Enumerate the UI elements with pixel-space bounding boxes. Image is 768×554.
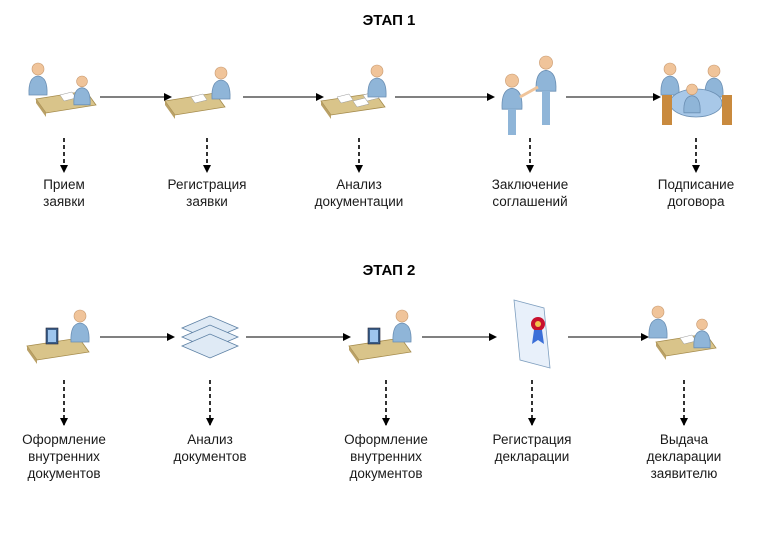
- step-label-line: Заключение: [491, 177, 569, 192]
- step-label-line: Прием: [43, 177, 85, 192]
- step-label: Оформление внутренних документов: [0, 431, 139, 482]
- step-label-line: декларации: [646, 449, 722, 464]
- step-label-line: внутренних: [350, 449, 422, 464]
- meeting-table-icon: [660, 62, 732, 125]
- step-label-line: Подписание: [657, 177, 735, 192]
- step-label-line: документов: [349, 466, 423, 481]
- step-label: Анализ документов: [135, 431, 285, 465]
- step-label: Прием заявки: [0, 176, 139, 210]
- step-label-line: Анализ: [336, 177, 382, 192]
- step-label-line: Выдача: [659, 432, 709, 447]
- two-people-at-desk-icon: [648, 305, 717, 360]
- step-label-line: Оформление: [22, 432, 106, 447]
- stage-1-title: ЭТАП 1: [362, 12, 416, 29]
- two-people-at-desk-icon: [28, 62, 97, 117]
- step-label-line: Оформление: [344, 432, 428, 447]
- step-label-line: договора: [667, 194, 725, 209]
- person-at-computer-icon: [348, 309, 412, 364]
- step-label: Подписание договора: [621, 176, 768, 210]
- step-label: Заключение соглашений: [455, 176, 605, 210]
- step-label: Анализ документации: [284, 176, 434, 210]
- step-label-line: Анализ: [187, 432, 233, 447]
- step-label-line: Регистрация: [167, 177, 247, 192]
- step-label: Регистрация заявки: [132, 176, 282, 210]
- stage-2-title: ЭТАП 2: [362, 262, 416, 279]
- handshake-icon: [501, 55, 557, 135]
- person-at-computer-icon: [26, 309, 90, 364]
- person-writing-at-desk-icon: [164, 66, 231, 119]
- step-label-line: документации: [314, 194, 404, 209]
- step-label: Выдача декларации заявителю: [609, 431, 759, 482]
- person-with-documents-icon: [320, 64, 387, 119]
- step-label-line: заявки: [186, 194, 228, 209]
- step-label-line: декларации: [494, 449, 570, 464]
- document-stack-icon: [180, 315, 240, 359]
- step-label-line: документов: [27, 466, 101, 481]
- step-label-line: соглашений: [492, 194, 568, 209]
- step-label-line: заявителю: [650, 466, 718, 481]
- step-label: Оформление внутренних документов: [311, 431, 461, 482]
- step-label-line: внутренних: [28, 449, 100, 464]
- step-label: Регистрация декларации: [457, 431, 607, 465]
- step-label-line: документов: [173, 449, 247, 464]
- certificate-icon: [513, 299, 551, 369]
- step-label-line: заявки: [43, 194, 85, 209]
- step-label-line: Регистрация: [492, 432, 572, 447]
